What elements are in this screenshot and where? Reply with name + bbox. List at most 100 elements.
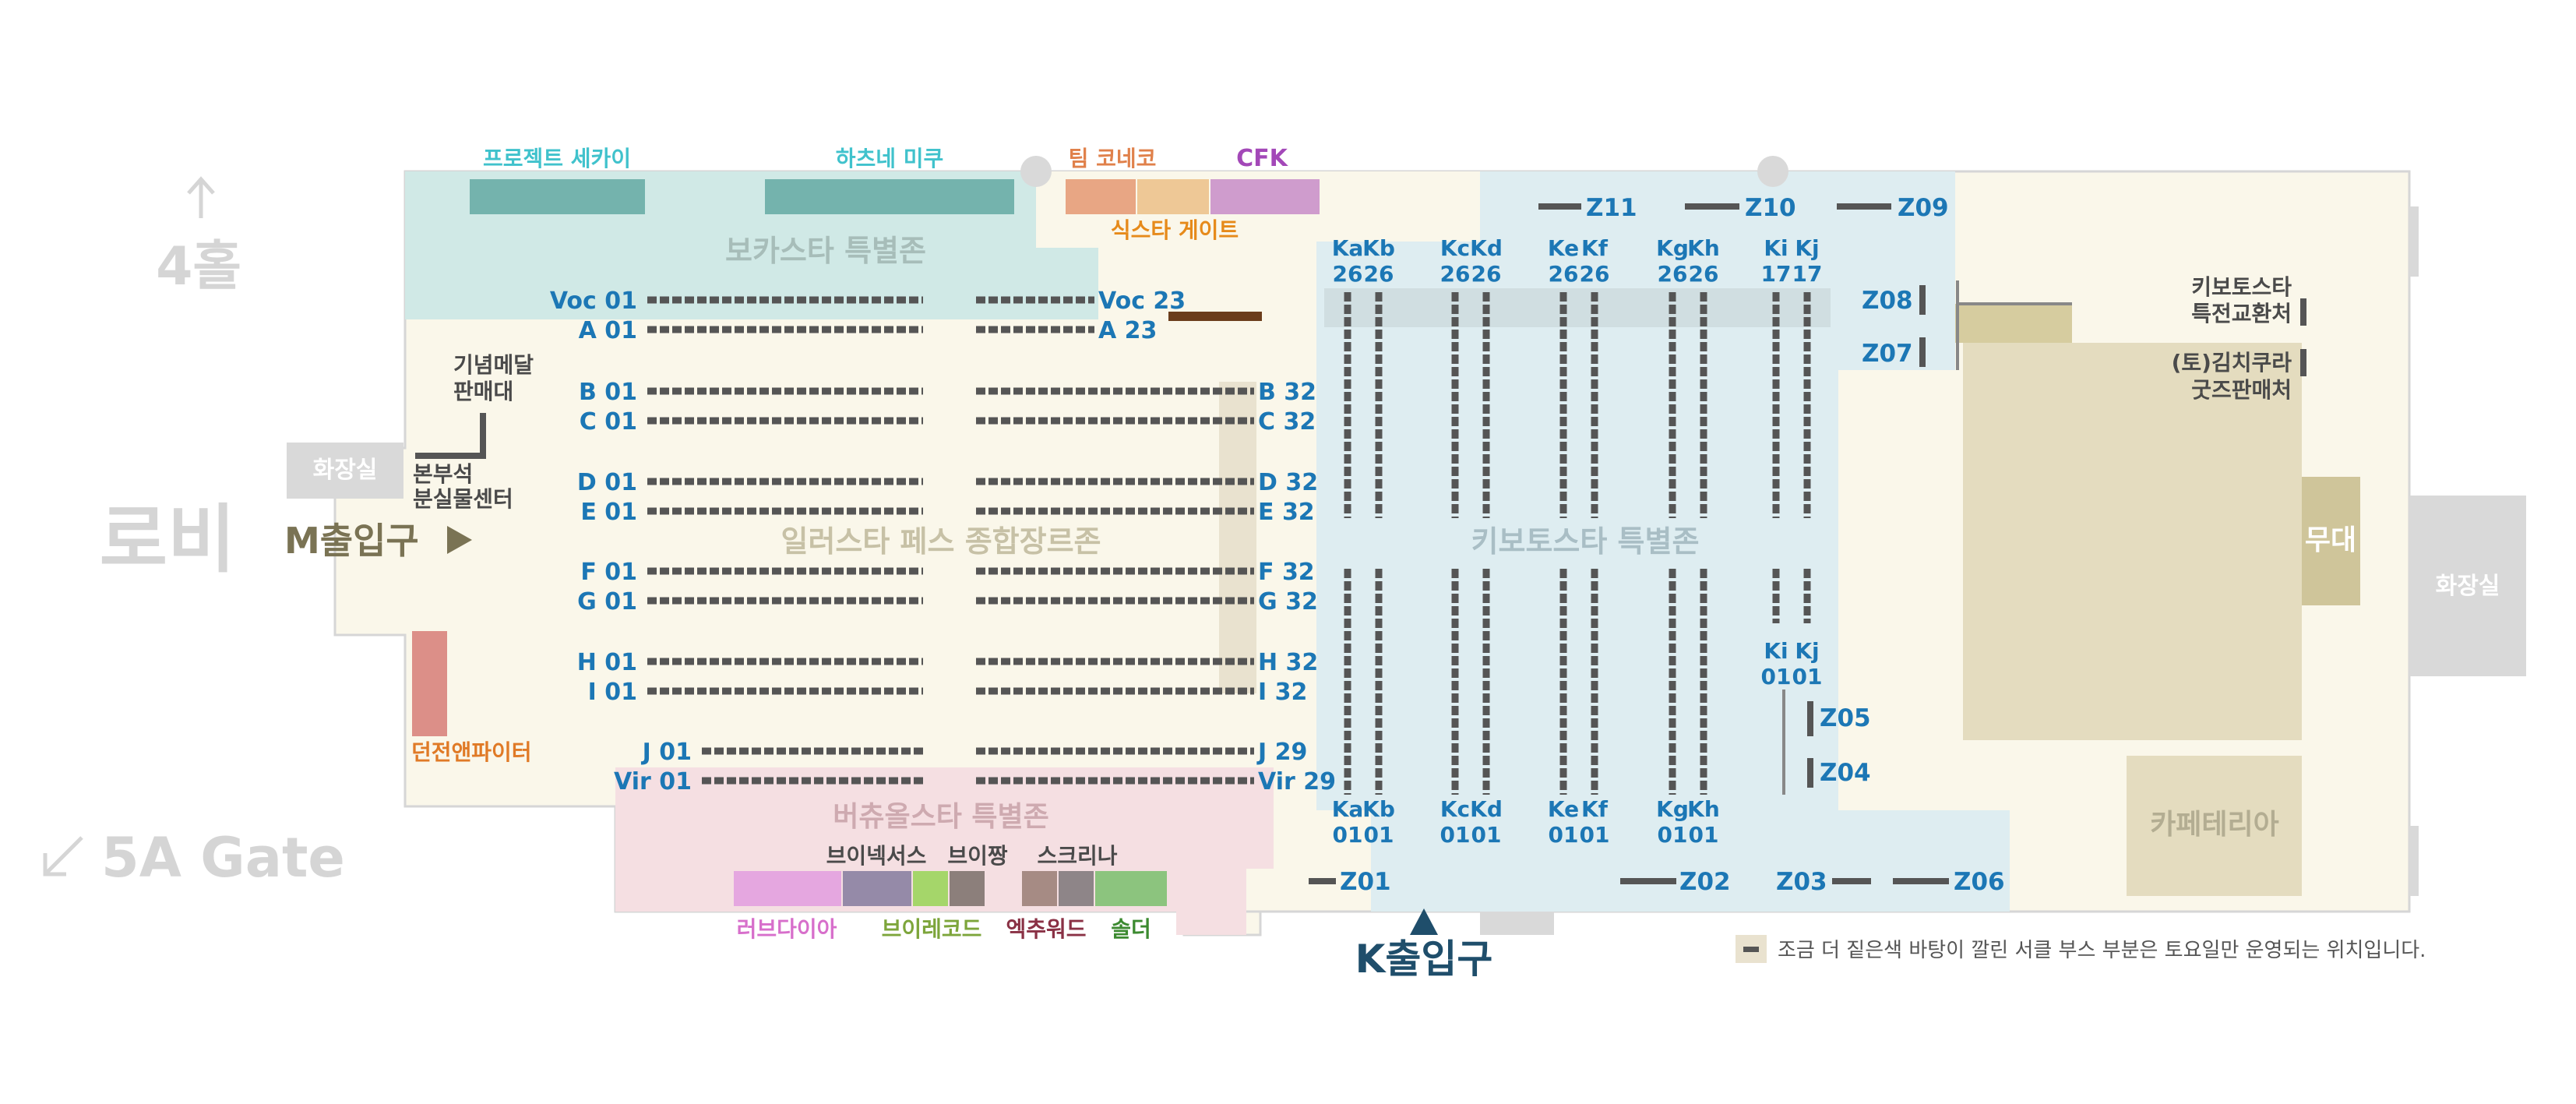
kivo-col-bottom-label-number: 01 (1580, 822, 1610, 848)
row-label-left: C 01 (580, 408, 637, 436)
row-label-left: Voc 01 (550, 287, 637, 315)
row-label-right: G 32 (1258, 588, 1318, 615)
vnexus-booth (843, 871, 911, 906)
entrance-k-label: K출입구 (1355, 936, 1493, 982)
lost-found-label-1: 본부석 (413, 461, 473, 487)
hq-desk (415, 413, 486, 459)
illustar-zone-label: 일러스타 페스 종합장르존 (781, 524, 1101, 559)
kivo-col-top-label-letter: Ka (1332, 235, 1364, 261)
restroom-right-label: 화장실 (2436, 573, 2500, 600)
kivo-col-bottom-label-number: 01 (1364, 822, 1394, 848)
kivo-col-bottom-label-number: 01 (1333, 822, 1363, 848)
row-label-right: E 32 (1258, 499, 1315, 526)
stage (2302, 477, 2360, 605)
z05-label: Z04 (1820, 759, 1871, 787)
lovediamond-booth (734, 871, 841, 906)
saturday-band-mid (1219, 382, 1256, 693)
row-label-left: D 01 (577, 469, 637, 496)
z07-bar (1919, 337, 1926, 367)
saturday-band-top (1324, 288, 1831, 327)
kimchi-goods-bar (2300, 349, 2306, 376)
gate-5a-label: 5A Gate (101, 826, 345, 890)
row-label-right: J 29 (1256, 739, 1307, 766)
lobby-label: 로비 (100, 497, 236, 583)
entrance-m-label: M출입구 (284, 520, 419, 562)
voc-brown-bar (1168, 312, 1262, 321)
hall4-arrow-icon (187, 176, 215, 218)
kivotostar-booth-columns: Ka26Kb26Kc26Kd26Ke26Kf26Kg26Kh26Ki17Kj17… (1332, 235, 1823, 848)
exchange-counter (1955, 304, 2072, 343)
kivo-col-bottom-label-number: 01 (1440, 822, 1471, 848)
cfk-booth (1210, 179, 1320, 214)
kivo-col-top-label-number: 26 (1364, 261, 1394, 287)
kivo-col-top-label-number: 26 (1689, 261, 1719, 287)
lovediamond-label: 러브다이아 (737, 916, 837, 942)
dungeon-fighter-booth (412, 631, 447, 736)
stage-backdrop (1963, 343, 2302, 740)
kivo-col-top-label-number: 26 (1580, 261, 1610, 287)
hatsune-miku-label: 하츠네 미쿠 (836, 146, 944, 171)
kivo-col-top-label-number: 26 (1440, 261, 1471, 287)
row-label-right: D 32 (1258, 469, 1318, 496)
kivo-col-top-label-letter: Kg (1656, 235, 1689, 261)
cfk-label: CFK (1236, 145, 1289, 172)
kivo-col-bottom-label-number: 01 (1471, 822, 1502, 848)
kivo-col-bottom-label-number: 01 (1549, 822, 1579, 848)
virecord-label: 브이레코드 (882, 916, 982, 942)
cafeteria-area (2127, 756, 2302, 896)
right-wall-stub-2 (2409, 826, 2419, 896)
vocastar-zone-label: 보카스타 특별존 (725, 234, 926, 268)
z04-bar (1893, 878, 1949, 884)
z01-bar (1309, 878, 1336, 884)
legend-swatch-bar (1743, 947, 1759, 952)
kivo-col-top-label-letter: Kd (1470, 235, 1503, 261)
entrance-m-arrow-icon (447, 526, 472, 554)
entrance-k-arrow-icon (1410, 908, 1438, 935)
z10-bar (1685, 203, 1739, 210)
kivo-col-top-label-letter: Kh (1687, 235, 1720, 261)
kivo-col-top-label-number: 26 (1658, 261, 1688, 287)
z01-label: Z01 (1340, 868, 1391, 896)
kivo-col-bottom-label-letter: Kc (1440, 796, 1470, 822)
kivo-col-top-label-letter: Kj (1795, 235, 1819, 261)
virtualstar-zone (615, 767, 1274, 935)
kivo-col-bottom-label-letter: Kf (1581, 796, 1609, 822)
z02-bar (1620, 878, 1676, 884)
kivo-col-top-label-letter: Kb (1362, 235, 1395, 261)
sikstar-gate-label: 식스타 게이트 (1111, 217, 1239, 243)
kivo-col-bottom-label-letter: Kb (1362, 796, 1395, 822)
row-label-right: C 32 (1258, 408, 1316, 436)
row-label-right: Vir 29 (1258, 768, 1336, 795)
z02-label: Z02 (1679, 868, 1731, 896)
kivo-exchange-label-2: 특전교환처 (2191, 301, 2292, 326)
z08-label: Z08 (1862, 287, 1913, 315)
entrance-k-mat (1480, 912, 1554, 935)
project-sekai-booth (470, 179, 645, 214)
kivo-col-top-label-letter: Ki (1764, 235, 1788, 261)
vijjang-label: 브이짱 (947, 843, 1008, 869)
kivo-col-bottom-label-letter: Ke (1548, 796, 1579, 822)
row-label-right: B 32 (1258, 379, 1316, 406)
row-label-left: B 01 (579, 379, 637, 406)
lost-found-label-2: 분실물센터 (413, 486, 513, 512)
dungeon-fighter-label: 던전앤파이터 (411, 739, 532, 765)
z09-bar (1837, 203, 1891, 210)
restroom-left-label: 화장실 (313, 457, 378, 484)
gate-5a-arrow-icon (43, 836, 83, 876)
hall4-label: 4홀 (156, 236, 241, 298)
kivotostar-zone-label: 키보토스타 특별존 (1471, 524, 1700, 559)
row-label-left: Vir 01 (614, 768, 692, 795)
kivo-exchange-bar (2300, 298, 2306, 326)
row-label-right: A 23 (1098, 317, 1157, 344)
cafeteria-label: 카페테리아 (2150, 809, 2279, 841)
row-label-right: H 32 (1258, 649, 1318, 676)
row-label-right: Voc 23 (1098, 287, 1186, 315)
vijjang-booth (950, 871, 985, 906)
kivo-col-bottom-label-letter: Kg (1656, 796, 1689, 822)
z03-label: Z03 (1776, 868, 1827, 896)
kivo-col-top-label-letter: Ke (1548, 235, 1579, 261)
kivo-col-bottom-label-number: 01 (1658, 822, 1688, 848)
kivo-col-top-label-letter: Kc (1440, 235, 1470, 261)
solder-label: 솔더 (1111, 916, 1151, 942)
